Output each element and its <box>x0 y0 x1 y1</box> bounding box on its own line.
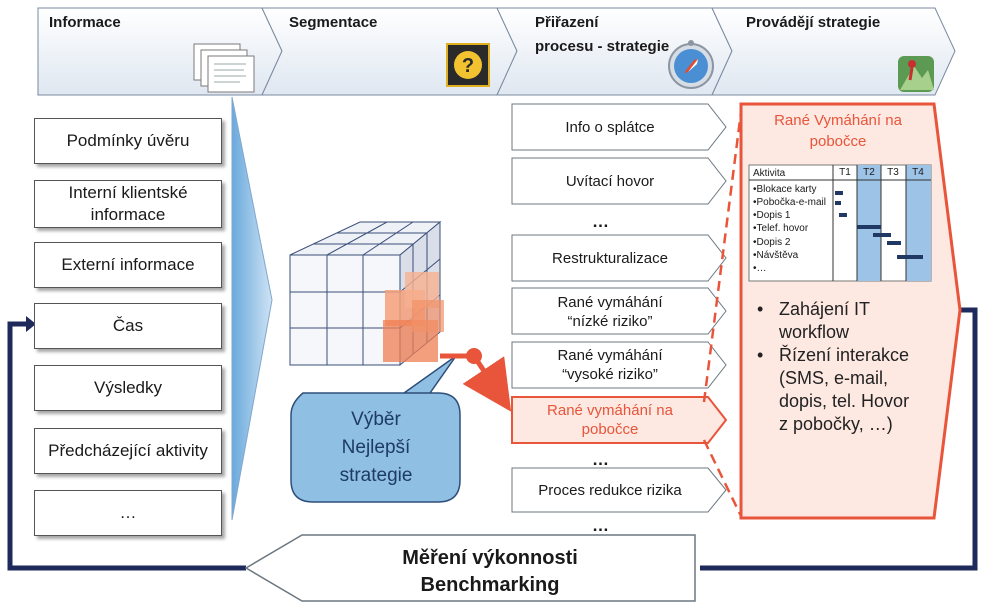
gantt-activity-telef: •Telef. hovor <box>753 223 809 234</box>
footer-label: Měření výkonnosti Benchmarking <box>320 545 660 599</box>
process-shape-3 <box>511 287 727 335</box>
gantt-activity-dopis2: •Dopis 2 <box>753 237 791 248</box>
strategy-callout-shape <box>290 355 461 503</box>
stage-title-informace: Informace <box>49 14 121 31</box>
gantt-activity-navsteva: •Návštěva <box>753 250 799 261</box>
process-redukce-rizika: Proces redukce rizika <box>538 482 682 499</box>
execution-title: Rané Vymáhání na pobočce <box>774 112 902 150</box>
feedback-arrowhead <box>26 316 36 332</box>
process-shape-6 <box>511 467 727 513</box>
stage-chevron-4 <box>711 7 956 96</box>
gantt-bar-0 <box>835 191 843 195</box>
process-shape-0 <box>511 103 727 151</box>
gantt-header: Aktivita <box>753 168 786 179</box>
info-item-cas: Čas <box>34 303 222 349</box>
process-rane-pobocka: Rané vymáhání na pobočce <box>547 402 673 438</box>
process-shape-5 <box>511 396 728 444</box>
process-ellipsis-3: … <box>592 516 612 535</box>
info-item-interni-klientske: Interní klientské informace <box>34 180 222 228</box>
process-shape-1 <box>511 157 727 205</box>
info-funnel <box>231 96 273 521</box>
info-item-ellipsis: … <box>34 490 222 536</box>
info-item-vysledky: Výsledky <box>34 365 222 411</box>
gantt-period-t1: T1 <box>839 167 851 178</box>
strategy-callout-text: Výběr Nejlepší strategie <box>339 409 413 486</box>
stage-title-provadeji: Provádějí strategie <box>746 14 881 31</box>
execution-bullet-2-text: Řízení interakce (SMS, e-mail, dopis, te… <box>779 345 910 434</box>
stage-title-prirazeni: Přiřazení procesu - strategie <box>535 14 670 55</box>
process-info-o-splatce: Info o splátce <box>565 119 655 136</box>
process-uvitaci-hovor: Uvítací hovor <box>565 173 655 190</box>
gantt-period-t3: T3 <box>887 167 899 178</box>
gantt-bars <box>835 191 923 259</box>
gantt-bar-3 <box>857 225 881 229</box>
segmentation-cube <box>289 220 444 367</box>
stage-title-segmentace: Segmentace <box>289 14 378 31</box>
process-restrukturalizace: Restrukturalizace <box>552 250 668 267</box>
gantt-chart <box>748 164 932 282</box>
info-item-podminky-uveru: Podmínky úvěru <box>34 118 222 164</box>
process-ellipsis-1: … <box>592 212 612 231</box>
gantt-activity-ellipsis: •… <box>753 263 767 274</box>
gantt-activity-pobocka-email: •Pobočka-e-mail <box>753 197 826 208</box>
footer-line-2: Benchmarking <box>420 574 560 596</box>
info-item-predchazejici: Předcházející aktivity <box>34 428 222 474</box>
info-item-externi-informace: Externí informace <box>34 242 222 288</box>
footer-line-1: Měření výkonnosti <box>402 547 578 569</box>
execution-bullet-1: •Zahájení IT workflow <box>757 299 871 342</box>
process-shape-2 <box>511 234 727 282</box>
gantt-period-t2: T2 <box>863 167 875 178</box>
execution-bullet-2: •Řízení interakce (SMS, e-mail, dopis, t… <box>757 345 910 434</box>
process-rane-nizke: Rané vymáhání “nízké riziko” <box>557 294 663 330</box>
gantt-bar-2 <box>839 213 847 217</box>
gantt-bar-4 <box>873 233 891 237</box>
gantt-activity-dopis1: •Dopis 1 <box>753 210 791 221</box>
compass-icon <box>668 40 714 89</box>
mountain-climber-icon <box>898 56 934 92</box>
gantt-bar-6 <box>897 255 923 259</box>
process-shapes <box>511 103 728 513</box>
gantt-activity-blokace: •Blokace karty <box>753 184 817 195</box>
gantt-period-t4: T4 <box>912 167 924 178</box>
feedback-loop <box>7 307 978 571</box>
documents-icon <box>193 43 255 93</box>
process-ellipsis-2: … <box>592 450 612 469</box>
execution-bullets: •Zahájení IT workflow •Řízení interakce … <box>757 298 957 436</box>
process-shape-4 <box>511 341 727 389</box>
svg-text:?: ? <box>462 55 474 77</box>
gantt-bar-1 <box>835 201 841 205</box>
execution-bullet-1-text: Zahájení IT workflow <box>779 299 871 342</box>
process-rane-vysoke: Rané vymáhání “vysoké riziko” <box>557 347 663 383</box>
question-head-icon: ? <box>446 43 490 87</box>
footer-arrow <box>244 534 696 602</box>
gantt-bar-5 <box>887 241 901 245</box>
